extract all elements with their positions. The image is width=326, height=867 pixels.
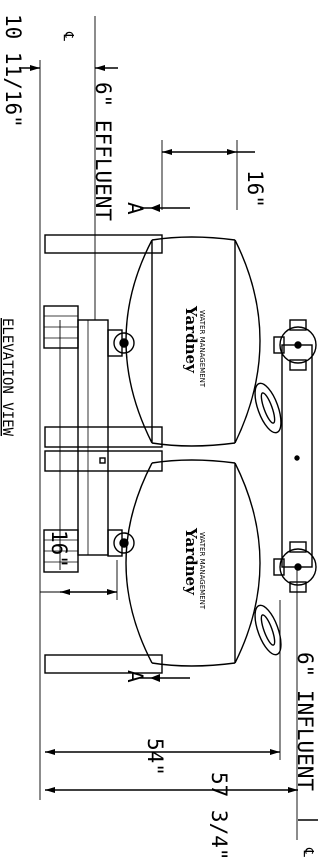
valve-bottom-body xyxy=(279,548,317,586)
section-a-bottom-arrow xyxy=(150,674,160,682)
tank-bottom-left-dome xyxy=(125,462,153,664)
logo-bottom-sub: WATER MANAGEMENT xyxy=(198,532,206,610)
bottom-dimension-group xyxy=(40,560,318,821)
tank-bottom-upper-edge xyxy=(151,459,236,464)
dim-16-bottom-label: 16" xyxy=(47,530,71,568)
leg-middle-a xyxy=(44,426,163,448)
centerline-top-symbol: ℄ xyxy=(60,31,76,41)
arrow-16-bottom-left xyxy=(60,589,70,595)
valve-bottom-flange-b xyxy=(289,581,307,593)
centerline-bottom-symbol: ℄ xyxy=(300,847,316,857)
tank-bottom-right-dome xyxy=(234,462,261,664)
tank-top-valve-icon xyxy=(113,332,135,354)
filter-tank-bottom xyxy=(113,459,261,667)
drawing-text: ℄ 10 11/16" 6" EFFLUENT 16" A Yardney WA… xyxy=(0,14,317,861)
effluent-pipe xyxy=(77,319,109,556)
influent-header xyxy=(254,319,317,840)
dim-57-label: 57 3/4" xyxy=(207,772,231,861)
dim-16-top-label: 16" xyxy=(243,170,267,208)
effluent-label: 6" EFFLUENT xyxy=(91,82,115,221)
logo-top: Yardney WATER MANAGEMENT xyxy=(182,305,206,388)
filter-tank-top xyxy=(113,236,261,447)
logo-bottom-brand: Yardney xyxy=(182,527,200,596)
backwash-valve-bottom xyxy=(273,541,317,593)
tank-top-valve-center xyxy=(119,338,129,348)
actuator-top-inner xyxy=(260,392,276,424)
valve-top-flange-b xyxy=(289,359,307,371)
section-a-top-arrow xyxy=(150,204,160,212)
leg-middle-b xyxy=(44,450,163,472)
section-a-bottom-label: A xyxy=(123,670,147,683)
actuator-top-body xyxy=(254,382,282,434)
logo-top-brand: Yardney xyxy=(182,305,200,374)
actuator-bottom-body xyxy=(254,604,282,656)
arrow-10-right xyxy=(95,65,105,71)
backwash-valve-top xyxy=(273,319,317,371)
valve-top-body xyxy=(279,326,317,364)
actuator-bottom-inner xyxy=(260,614,276,646)
effluent-header xyxy=(43,305,123,573)
arrow-54-right xyxy=(270,749,280,755)
influent-label: 6" INFLUENT xyxy=(293,652,317,791)
tank-bottom-valve-center xyxy=(119,538,129,548)
tank-top-upper-edge xyxy=(151,236,236,241)
leg-top xyxy=(44,234,163,254)
elevation-view-title: ELEVATION VIEW xyxy=(0,318,15,437)
arrow-57-right xyxy=(288,787,298,793)
valve-bottom-flange-a xyxy=(289,541,307,553)
top-dimension-group xyxy=(20,16,255,800)
arrow-16-top-left xyxy=(162,149,172,155)
tank-top-left-dome xyxy=(125,239,153,444)
arrow-16-top-right xyxy=(227,149,237,155)
section-a-top-label: A xyxy=(123,202,147,215)
arrow-54-left xyxy=(45,749,55,755)
tank-top-lower-edge xyxy=(151,442,236,447)
valve-bottom-flange-c xyxy=(273,558,285,576)
arrow-16-bottom-right xyxy=(107,589,117,595)
stand-legs xyxy=(44,234,163,674)
arrow-57-left xyxy=(45,787,55,793)
influent-pipe-mark xyxy=(294,455,300,461)
header-mark xyxy=(99,457,106,464)
tank-top-right-dome xyxy=(234,239,261,444)
actuator-bottom xyxy=(254,604,282,656)
dim-54-label: 54" xyxy=(143,738,167,776)
valve-top-flange-a xyxy=(289,319,307,331)
valve-top-center xyxy=(294,341,302,349)
arrow-10-left xyxy=(30,65,40,71)
tank-bottom-valve-icon xyxy=(113,532,135,554)
tank-bottom-lower-edge xyxy=(151,662,236,667)
logo-bottom: Yardney WATER MANAGEMENT xyxy=(182,527,206,610)
logo-top-sub: WATER MANAGEMENT xyxy=(198,310,206,388)
valve-top-flange-c xyxy=(273,336,285,354)
dim-10-label: 10 11/16" xyxy=(1,14,25,128)
actuator-top xyxy=(254,382,282,434)
valve-bottom-center xyxy=(294,563,302,571)
